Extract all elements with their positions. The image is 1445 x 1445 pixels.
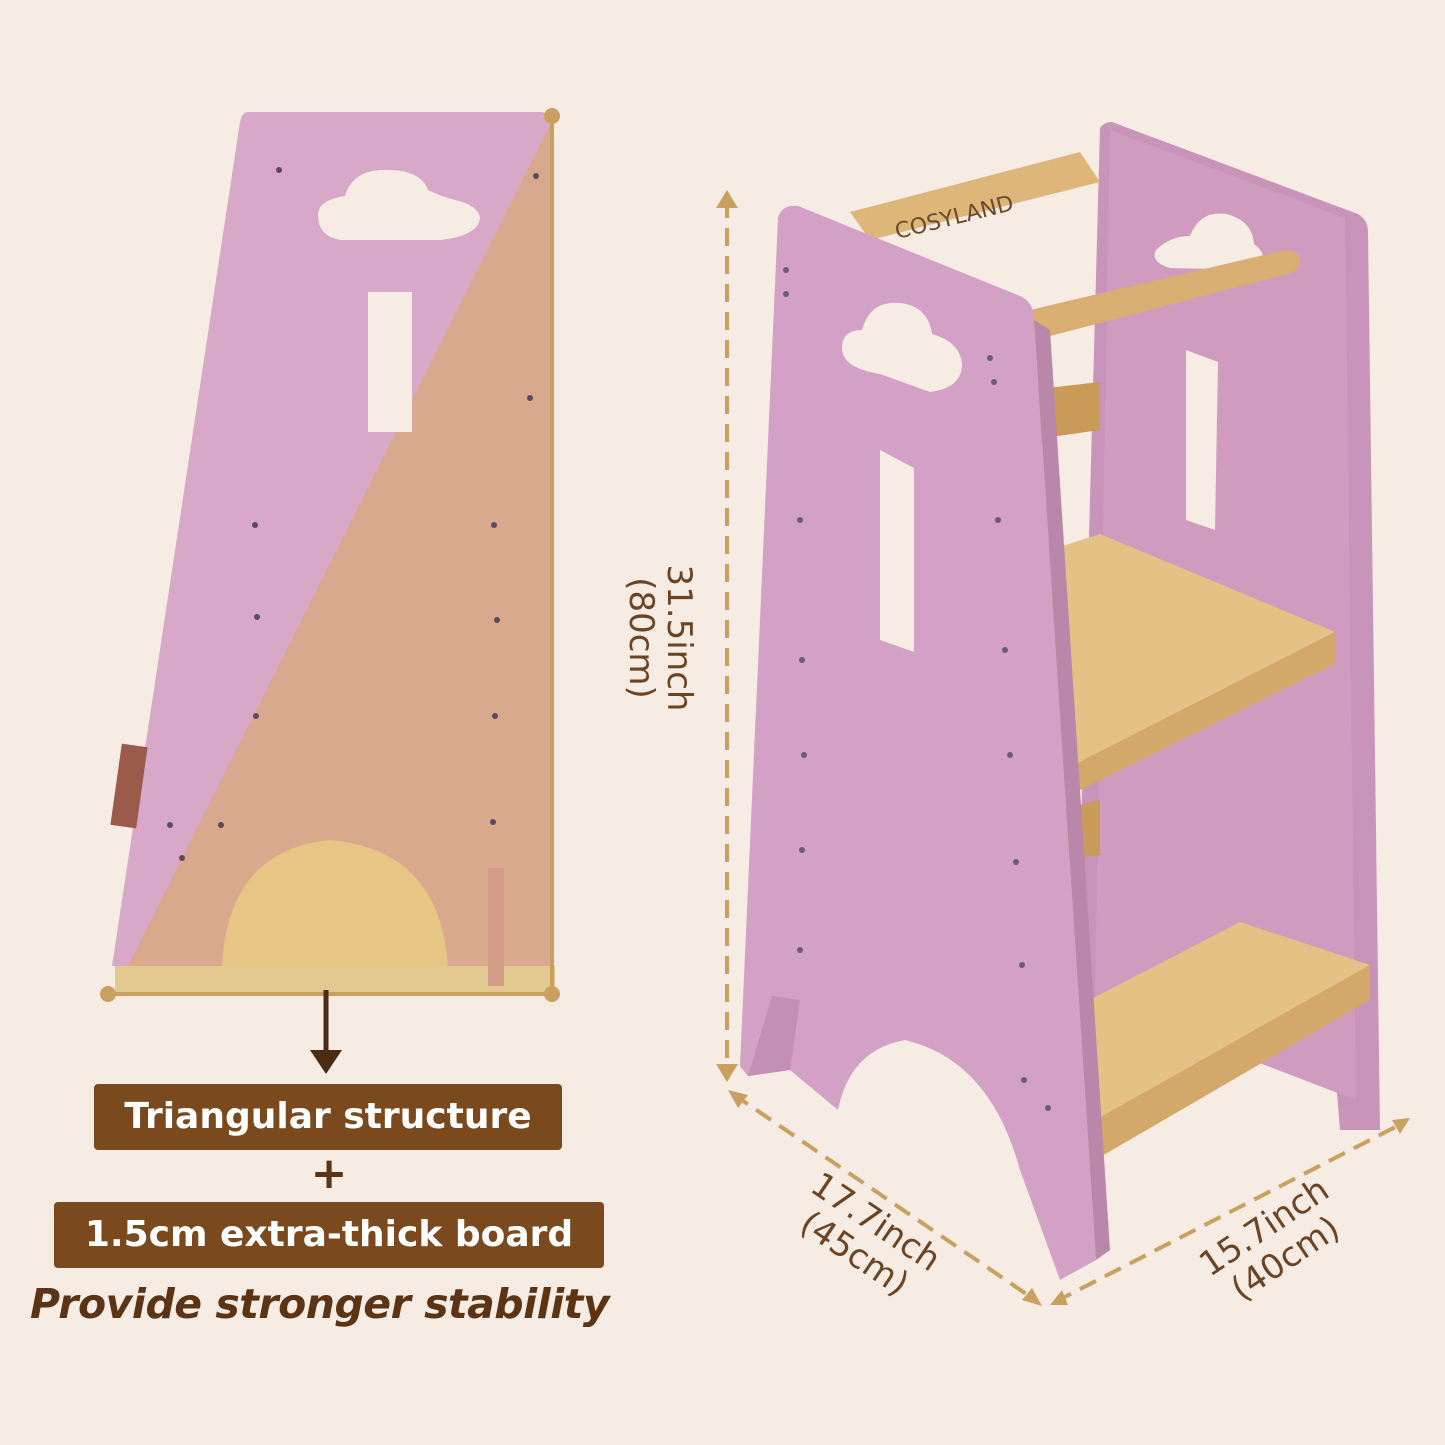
triangular-structure-label: Triangular structure: [94, 1084, 562, 1150]
side-panel-diagram: [100, 108, 560, 1074]
stability-tagline: Provide stronger stability: [30, 1280, 610, 1328]
height-dimension: 31.5inch (80cm): [621, 498, 699, 778]
learning-tower: COSYLAND: [716, 122, 1410, 1306]
height-inch: 31.5inch: [659, 564, 699, 712]
extra-thick-board-label: 1.5cm extra-thick board: [54, 1202, 604, 1268]
plus-sign: +: [310, 1148, 348, 1199]
height-cm: (80cm): [621, 577, 661, 699]
